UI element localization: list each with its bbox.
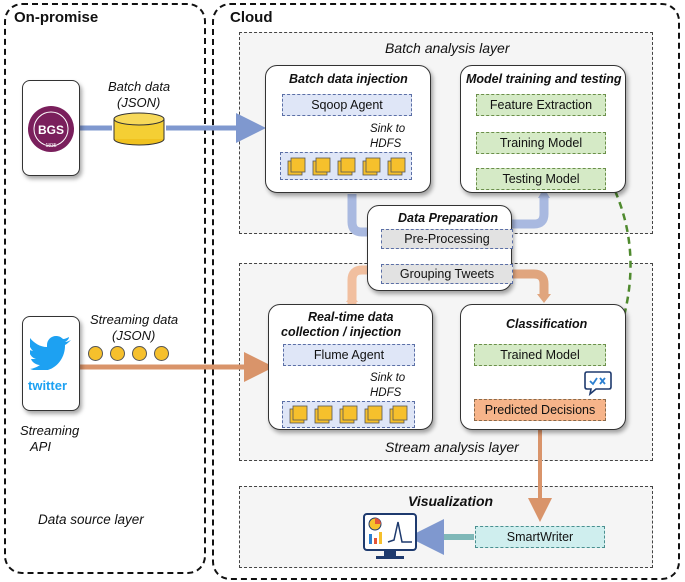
- stream-token-1: [88, 346, 103, 361]
- arrow-injection-to-preparation: [347, 194, 368, 237]
- stream-layer-label: Stream analysis layer: [385, 439, 519, 455]
- arrow-preparation-to-classification: [512, 269, 549, 296]
- batch-sink-label: Sink to: [370, 123, 406, 135]
- database-icon: [113, 112, 165, 146]
- on-premise-panel: [4, 3, 206, 574]
- stream-sink-label: Sink to: [370, 372, 406, 384]
- stream-token-2: [110, 346, 125, 361]
- batch-file-blocks-icon: [287, 157, 406, 176]
- batch-data-format: (JSON): [117, 95, 161, 110]
- arrow-testing-to-trained: [608, 179, 632, 357]
- visualization-title: Visualization: [408, 493, 494, 509]
- chat-check-icon: [584, 371, 612, 396]
- testing-model: Testing Model: [476, 168, 606, 190]
- training-model: Training Model: [476, 132, 606, 154]
- cloud-title: Cloud: [230, 9, 273, 26]
- stream-file-blocks-icon: [289, 405, 408, 424]
- feature-extraction: Feature Extraction: [476, 94, 606, 116]
- flume-agent: Flume Agent: [283, 344, 415, 366]
- streaming-api-label: Streaming: [20, 423, 80, 438]
- bgs-logo-year: 1835: [45, 143, 56, 149]
- realtime-collection-subtitle: collection / injection: [281, 325, 402, 339]
- stream-token-3: [132, 346, 147, 361]
- model-training-title: Model training and testing: [466, 72, 622, 86]
- cloud-panel: [212, 3, 680, 580]
- bgs-logo-icon: BGS 1835: [28, 106, 74, 152]
- dashboard-monitor-icon: [363, 513, 417, 559]
- twitter-bird-icon: [30, 336, 71, 370]
- streaming-data-format: (JSON): [112, 328, 156, 343]
- streaming-data-label: Streaming data: [90, 312, 179, 327]
- pre-processing: Pre-Processing: [381, 229, 513, 249]
- grouping-tweets: Grouping Tweets: [381, 264, 513, 284]
- sqoop-agent: Sqoop Agent: [282, 94, 412, 116]
- classification-title: Classification: [506, 317, 588, 331]
- trained-model: Trained Model: [474, 344, 606, 366]
- arrow-collection-to-preparation: [347, 265, 368, 306]
- streaming-api-label-2: API: [30, 439, 51, 454]
- data-preparation-title: Data Preparation: [398, 211, 499, 225]
- batch-data-label: Batch data: [108, 79, 171, 94]
- data-source-layer-label: Data source layer: [38, 512, 144, 527]
- smartwriter: SmartWriter: [475, 526, 605, 548]
- twitter-wordmark: twitter: [28, 378, 67, 393]
- batch-sink-target: HDFS: [370, 138, 402, 150]
- on-premise-title: On-promise: [14, 9, 99, 26]
- arrow-preparation-to-model: [512, 196, 549, 229]
- predicted-decisions: Predicted Decisions: [474, 399, 606, 421]
- realtime-collection-title: Real-time data: [308, 310, 394, 324]
- batch-layer-label: Batch analysis layer: [385, 40, 510, 56]
- stream-sink-target: HDFS: [370, 387, 402, 399]
- batch-injection-title: Batch data injection: [289, 72, 408, 86]
- bgs-logo-text: BGS: [38, 123, 64, 137]
- stream-token-4: [154, 346, 169, 361]
